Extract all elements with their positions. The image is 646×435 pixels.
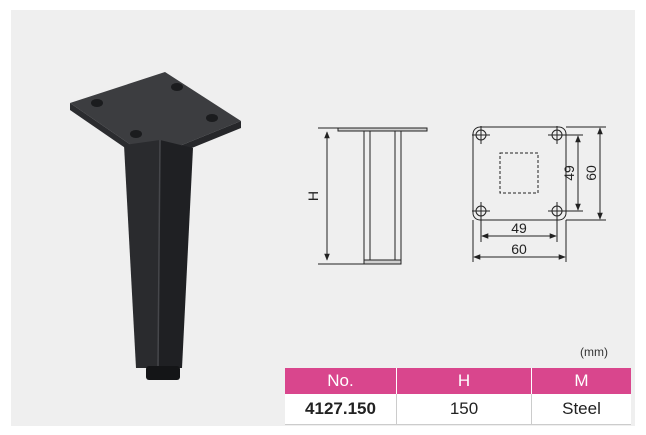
side-view-drawing	[318, 127, 428, 265]
inner-width-dimension: 49	[511, 220, 527, 236]
screw-hole-icon	[171, 83, 183, 91]
height-value: 150	[396, 394, 532, 425]
top-view-drawing	[472, 126, 606, 262]
leg-foot	[146, 366, 180, 380]
mounting-plate	[70, 72, 241, 158]
mounting-hole-icon	[472, 202, 490, 220]
mounting-hole-icon	[472, 126, 490, 144]
table-row: 4127.150 150 Steel	[285, 394, 631, 425]
screw-hole-icon	[206, 114, 218, 122]
inner-height-dimension: 49	[561, 165, 577, 181]
mounting-hole-icon	[548, 202, 566, 220]
screw-hole-icon	[130, 130, 142, 138]
product-number: 4127.150	[285, 394, 397, 425]
screw-hole-icon	[91, 99, 103, 107]
spec-table: No. H M 4127.150 150 Steel	[285, 368, 631, 425]
outer-width-dimension: 60	[511, 241, 527, 257]
product-panel	[11, 10, 635, 426]
header-material: M	[531, 368, 631, 394]
leg-tube	[124, 140, 160, 368]
unit-note: (mm)	[580, 345, 608, 359]
outer-height-dimension: 60	[583, 165, 599, 181]
mounting-hole-icon	[548, 126, 566, 144]
header-height: H	[396, 368, 532, 394]
height-dimension-label: H	[305, 191, 321, 201]
spec-table-header-row: No. H M	[285, 368, 631, 394]
material-value: Steel	[531, 394, 631, 425]
header-no: No.	[285, 368, 397, 394]
